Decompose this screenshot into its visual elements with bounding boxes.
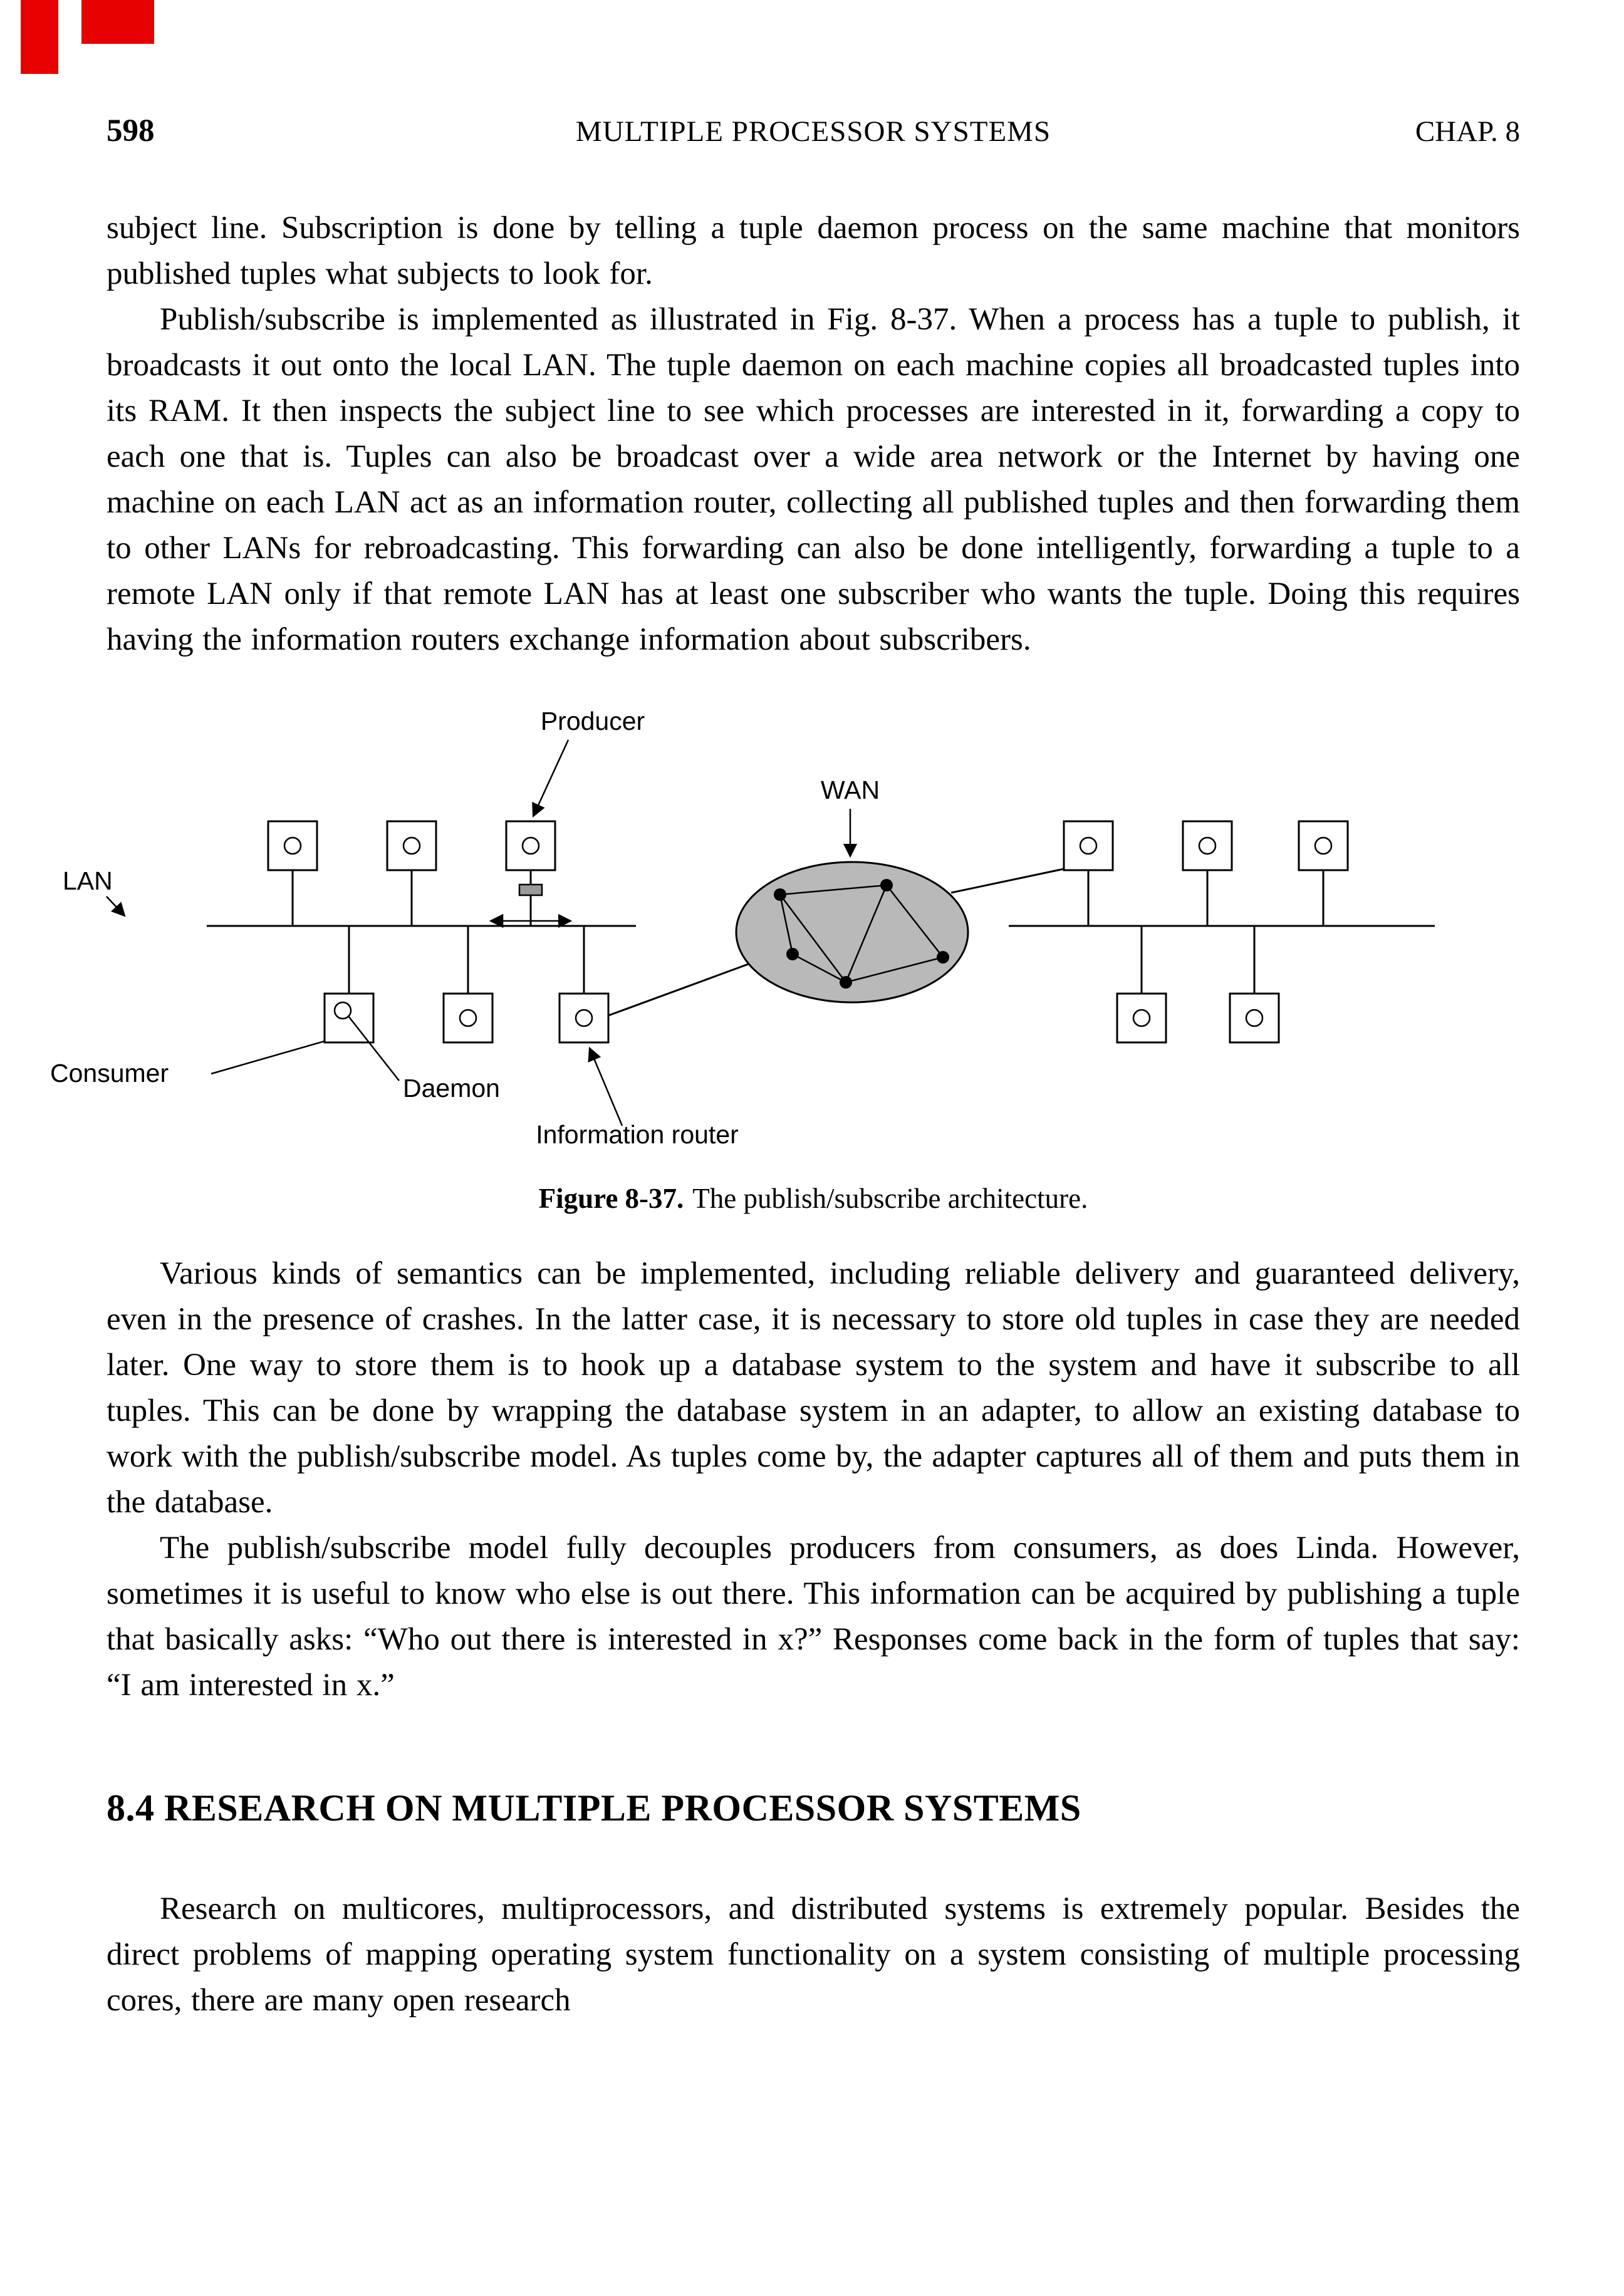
computer-node: [1229, 992, 1280, 1044]
figure-8-37: Producer WAN LAN Consumer Daemon Informa…: [47, 697, 1526, 1215]
wan-router-node: [840, 976, 852, 989]
lan-pointer-arrow: [106, 896, 126, 917]
process-circle: [1132, 1009, 1151, 1027]
wan-edge: [779, 894, 794, 955]
paragraph-5: Research on multicores, multiprocessors,…: [107, 1891, 1520, 2018]
process-circle: [1314, 836, 1333, 855]
process-circle: [402, 836, 421, 855]
computer-node: [442, 992, 494, 1044]
paragraph-1: subject line. Subscription is done by te…: [107, 210, 1520, 291]
computer-node: [1182, 820, 1233, 871]
section-heading-8-4: 8.4 RESEARCH ON MULTIPLE PROCESSOR SYSTE…: [107, 1787, 1081, 1829]
process-circle: [283, 836, 302, 855]
wan-router-node: [880, 879, 893, 891]
computer-node-producer: [505, 820, 556, 871]
figure-caption-text: The publish/subscribe architecture.: [692, 1183, 1088, 1214]
paragraph-3: Various kinds of semantics can be implem…: [107, 1256, 1520, 1520]
lan-label: LAN: [63, 866, 113, 895]
process-circle: [1198, 836, 1217, 855]
wan-internal-graph: [774, 879, 949, 989]
red-mark-block: [81, 0, 154, 44]
computer-node: [1063, 820, 1114, 871]
red-scan-marks: [21, 0, 154, 74]
router-to-wan-link: [608, 962, 751, 1017]
wan-edge: [845, 956, 944, 984]
wan-edge: [886, 885, 944, 958]
computer-node: [267, 820, 318, 871]
consumer-pointer-line: [211, 1040, 325, 1075]
page-number: 598: [107, 113, 155, 148]
computer-node: [386, 820, 437, 871]
wan-router-node: [937, 951, 949, 964]
wan-edge: [779, 894, 846, 983]
wan-edge: [779, 884, 887, 896]
running-header: 598 MULTIPLE PROCESSOR SYSTEMS CHAP. 8: [107, 113, 1520, 149]
red-mark-bar: [21, 0, 58, 74]
wan-cloud: [735, 861, 969, 1004]
computer-node: [1116, 992, 1167, 1044]
process-circle: [521, 836, 540, 855]
wan-to-right-lan-link: [950, 868, 1064, 894]
wan-edge: [792, 953, 846, 984]
page-content: 598 MULTIPLE PROCESSOR SYSTEMS CHAP. 8 s…: [50, 113, 1520, 2023]
information-router-label: Information router: [536, 1120, 739, 1149]
figure-caption-label: Figure 8-37.: [538, 1183, 684, 1214]
wan-router-node: [786, 948, 799, 960]
running-title: MULTIPLE PROCESSOR SYSTEMS: [575, 115, 1051, 148]
producer-label: Producer: [541, 707, 645, 735]
wan-label: WAN: [821, 776, 880, 804]
consumer-process-circle: [333, 1001, 352, 1020]
figure-caption: Figure 8-37. The publish/subscribe archit…: [107, 1182, 1520, 1215]
computer-node-information-router: [558, 992, 610, 1044]
process-circle: [575, 1009, 593, 1027]
process-circle: [1245, 1009, 1264, 1027]
wan-router-node: [774, 888, 786, 901]
publish-subscribe-diagram: Producer WAN LAN Consumer Daemon Informa…: [50, 707, 1435, 1149]
paragraph-2: Publish/subscribe is implemented as illu…: [107, 302, 1520, 657]
producer-pointer-arrow: [532, 739, 570, 818]
daemon-pointer-line: [348, 1016, 400, 1081]
computer-node: [1298, 820, 1349, 871]
daemon-label: Daemon: [403, 1074, 500, 1103]
transceiver-icon: [518, 883, 543, 896]
wan-edge: [845, 885, 888, 983]
consumer-label: Consumer: [50, 1059, 169, 1088]
process-circle: [459, 1009, 477, 1027]
paragraph-4: The publish/subscribe model fully decoup…: [107, 1530, 1520, 1703]
chapter-label: CHAP. 8: [1415, 115, 1520, 148]
information-router-pointer-arrow: [588, 1046, 623, 1126]
process-circle: [1079, 836, 1098, 855]
